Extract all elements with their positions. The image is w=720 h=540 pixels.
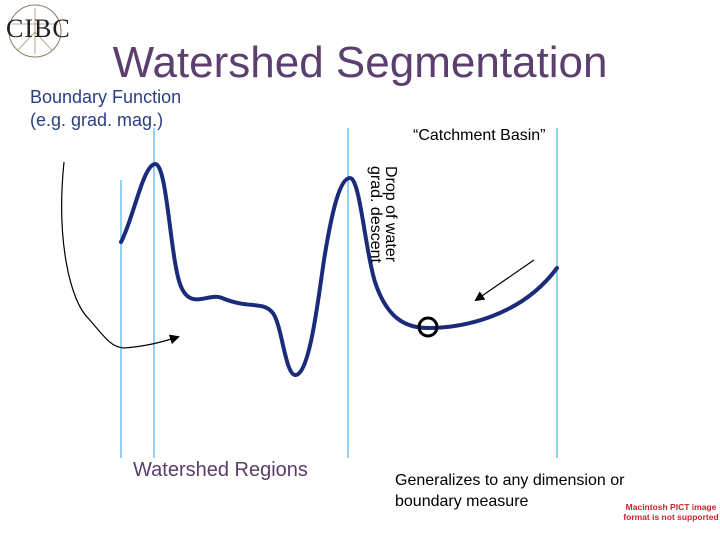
slide-title-text: Watershed Segmentation <box>112 38 608 87</box>
circle-marker-icon <box>417 316 439 338</box>
drop-label-line-1: Drop of water <box>382 166 399 263</box>
vitruvian-man-logo-icon <box>4 2 66 60</box>
watershed-regions-label: Watershed Regions <box>133 459 308 481</box>
generalizes-label: Generalizes to any dimension or boundary… <box>395 472 625 510</box>
boundary-curve <box>119 162 559 377</box>
pict-unsupported-note: Macintosh PICT image format is not suppo… <box>623 502 719 522</box>
descent-arrow <box>474 259 535 302</box>
drop-of-water-label: Drop of water grad. descent <box>367 166 399 278</box>
boundary-pointer-arrow <box>61 161 180 349</box>
boundary-function-label: Boundary Function (e.g. grad. mag.) <box>30 87 182 130</box>
slide-title: Watershed Segmentation <box>0 38 720 88</box>
catchment-basin-label: “Catchment Basin” <box>413 127 546 144</box>
drop-label-line-2: grad. descent <box>367 166 384 263</box>
logo-text: CIBC <box>6 14 71 43</box>
